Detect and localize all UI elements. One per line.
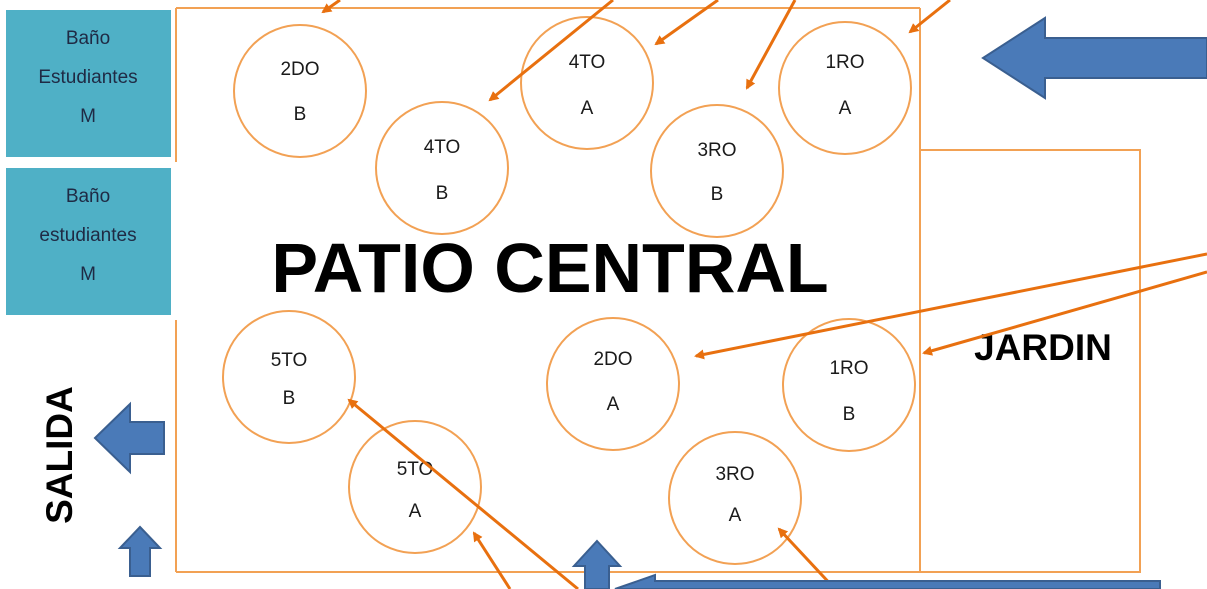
classroom-1ro-b-grade: 1RO <box>829 358 868 379</box>
classroom-5to-a: 5TO A <box>348 420 482 554</box>
classroom-4to-a-section: A <box>581 98 594 119</box>
bano-2-line-2: estudiantes <box>39 225 136 246</box>
classroom-3ro-b-section: B <box>711 184 724 205</box>
classroom-1ro-a-section: A <box>839 98 852 119</box>
classroom-4to-a: 4TO A <box>520 16 654 150</box>
classroom-3ro-a-section: A <box>729 505 742 526</box>
blue-arrows <box>93 16 1207 589</box>
bano-1-line-3: M <box>80 106 96 127</box>
bano-box-1: Baño Estudiantes M <box>6 10 171 157</box>
entry-arrow-left-icon <box>981 16 1207 100</box>
classroom-2do-a-section: A <box>607 394 620 415</box>
classroom-1ro-a-grade: 1RO <box>825 52 864 73</box>
jardin-outline <box>919 149 1141 573</box>
jardin-label: JARDIN <box>974 327 1112 368</box>
arrow-to-4to-b <box>488 0 614 102</box>
arrow-to-1ro-b <box>922 270 1207 356</box>
classroom-3ro-b-grade: 3RO <box>697 140 736 161</box>
arrow-to-2do-a <box>694 252 1207 360</box>
bano-1-line-1: Baño <box>66 28 110 49</box>
classroom-3ro-b: 3RO B <box>650 104 784 238</box>
arrow-to-2do-b <box>321 0 341 14</box>
orange-arrows <box>321 0 1207 589</box>
classroom-2do-a: 2DO A <box>546 317 680 451</box>
patio-title: PATIO CENTRAL <box>271 229 828 307</box>
bano-2-line-1: Baño <box>66 186 110 207</box>
classroom-2do-b-section: B <box>294 104 307 125</box>
classroom-circles: 2DO B 4TO A 1RO A 4TO B 3RO B 5TO B <box>222 16 916 565</box>
bottom-arrow-left-icon <box>614 573 1161 589</box>
classroom-4to-b: 4TO B <box>375 101 509 235</box>
classroom-5to-b: 5TO B <box>222 310 356 444</box>
classroom-5to-a-grade: 5TO <box>397 459 434 480</box>
arrow-to-4to-a <box>654 0 719 46</box>
salida-label: SALIDA <box>39 386 80 524</box>
bano-2-line-3: M <box>80 264 96 285</box>
classroom-2do-b-grade: 2DO <box>280 59 319 80</box>
classroom-4to-b-section: B <box>436 183 449 204</box>
classroom-1ro-a: 1RO A <box>778 21 912 155</box>
up-arrow-left-icon <box>117 525 163 577</box>
arrow-to-3ro-a <box>777 527 837 589</box>
classroom-5to-b-section: B <box>283 388 296 409</box>
bano-1-line-2: Estudiantes <box>38 67 137 88</box>
classroom-2do-b: 2DO B <box>233 24 367 158</box>
arrow-to-3ro-b <box>745 0 797 90</box>
classroom-3ro-a-grade: 3RO <box>715 464 754 485</box>
classroom-5to-a-section: A <box>409 501 422 522</box>
classroom-4to-a-grade: 4TO <box>569 52 606 73</box>
up-arrow-bottom-icon <box>571 539 623 589</box>
classroom-5to-b-grade: 5TO <box>271 350 308 371</box>
arrow-to-5to-a <box>472 531 512 589</box>
classroom-1ro-b-section: B <box>843 404 856 425</box>
classroom-2do-a-grade: 2DO <box>593 349 632 370</box>
bano-box-2: Baño estudiantes M <box>6 168 171 315</box>
arrow-to-1ro-a <box>908 0 951 34</box>
exit-arrow-left-icon <box>93 401 165 475</box>
classroom-4to-b-grade: 4TO <box>424 137 461 158</box>
classroom-3ro-a: 3RO A <box>668 431 802 565</box>
arrow-to-5to-b <box>347 398 579 589</box>
classroom-1ro-b: 1RO B <box>782 318 916 452</box>
